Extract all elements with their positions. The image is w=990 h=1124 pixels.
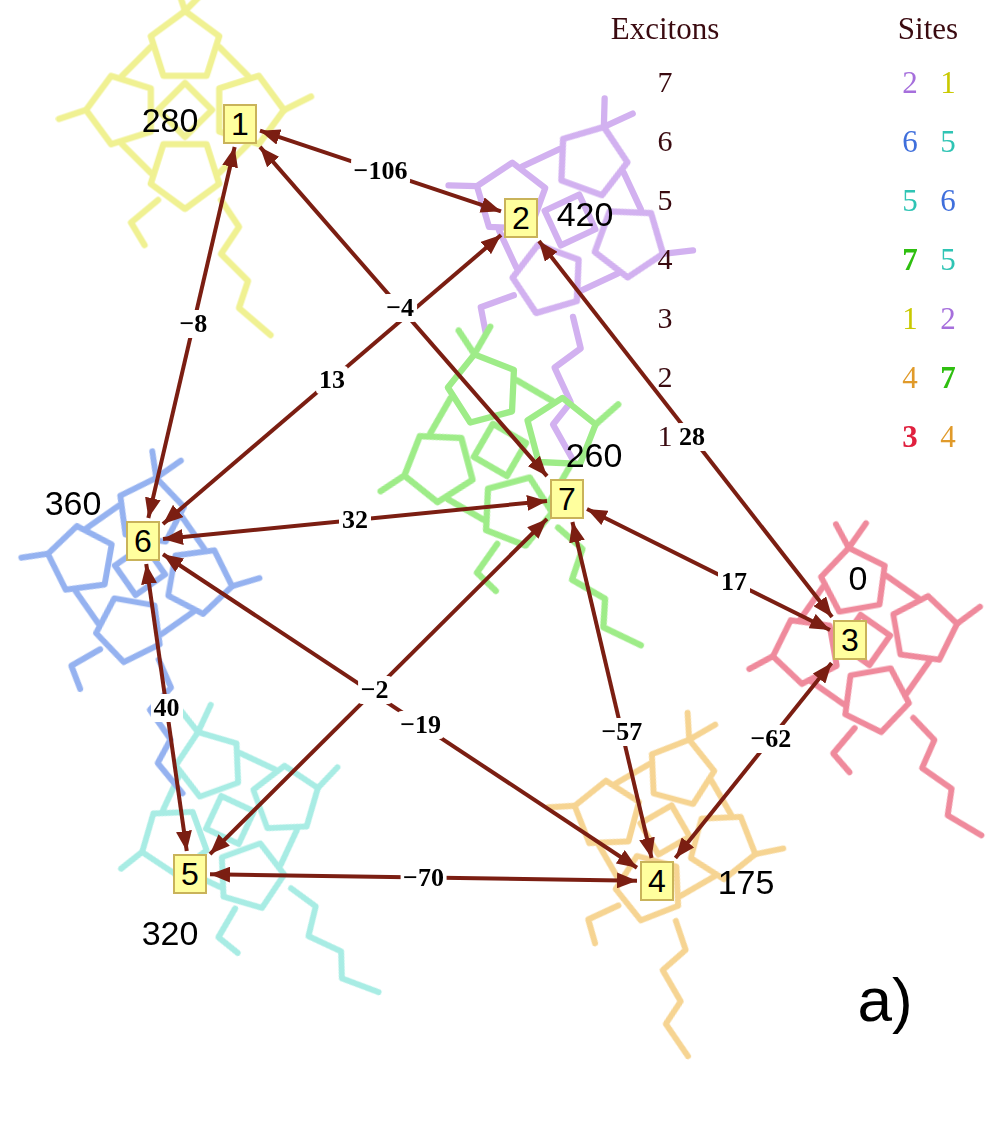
legend-text: 6 [902, 126, 918, 157]
site-energy: 260 [566, 438, 623, 472]
coupling-value: −62 [747, 725, 794, 753]
legend-text: 4 [658, 244, 673, 274]
site-number: 3 [841, 624, 859, 656]
coupling-value: −8 [177, 310, 211, 338]
site-energy: 175 [718, 865, 775, 899]
site-number: 5 [181, 858, 199, 890]
coupling-arrow [148, 147, 234, 518]
legend-text: 5 [902, 185, 918, 216]
legend-text: 2 [902, 67, 918, 98]
coupling-value: −106 [351, 157, 411, 185]
site-box: 5 [173, 854, 207, 894]
site-box: 6 [126, 521, 160, 561]
coupling-value: −4 [383, 294, 417, 322]
coupling-arrow [260, 131, 501, 212]
coupling-value: 13 [316, 366, 348, 394]
coupling-arrow [587, 509, 830, 630]
legend-text: 4 [902, 362, 918, 393]
coupling-value: −19 [397, 711, 444, 739]
legend-text: 3 [902, 421, 918, 452]
coupling-arrow [163, 501, 547, 539]
coupling-arrow [210, 519, 547, 854]
site-energy: 360 [45, 486, 102, 520]
legend-text: 7 [902, 244, 918, 275]
coupling-arrow [675, 663, 831, 858]
legend-text: 7 [940, 362, 956, 393]
site-number: 7 [558, 483, 576, 515]
site-energy: 320 [142, 916, 199, 950]
legend-text: 2 [940, 303, 956, 334]
site-box: 2 [504, 198, 538, 238]
coupling-value: 28 [676, 423, 708, 451]
site-energy: 0 [849, 561, 868, 595]
legend-text: 7 [658, 67, 673, 97]
legend-text: 1 [658, 421, 673, 451]
legend-text: 5 [940, 244, 956, 275]
site-box: 1 [223, 104, 257, 144]
legend-text: 6 [940, 185, 956, 216]
site-box: 3 [833, 620, 867, 660]
legend-text: 2 [658, 362, 673, 392]
legend-text: Excitons [611, 13, 720, 44]
site-number: 2 [512, 202, 530, 234]
legend-text: 3 [658, 303, 673, 333]
coupling-value: −70 [400, 864, 447, 892]
coupling-value: 40 [151, 694, 183, 722]
coupling-arrow [146, 564, 187, 851]
coupling-value: 32 [339, 506, 371, 534]
site-box: 7 [550, 479, 584, 519]
site-energy: 280 [142, 103, 199, 137]
site-number: 1 [231, 108, 249, 140]
site-number: 4 [648, 865, 666, 897]
legend-text: 4 [940, 421, 956, 452]
coupling-value: −2 [358, 676, 392, 704]
legend-text: 1 [902, 303, 918, 334]
coupling-value: 17 [718, 568, 750, 596]
site-energy: 420 [557, 197, 614, 231]
legend-text: 5 [940, 126, 956, 157]
coupling-arrow [163, 235, 501, 524]
coupling-arrow [260, 147, 547, 476]
coupling-arrow [163, 554, 637, 868]
panel-label: a) [857, 969, 912, 1031]
legend-text: 1 [940, 67, 956, 98]
coupling-value: −57 [598, 718, 645, 746]
site-box: 4 [640, 861, 674, 901]
legend-text: 6 [658, 126, 673, 156]
coupling-arrow [572, 522, 651, 858]
legend-text: Sites [898, 13, 958, 44]
legend-text: 5 [658, 185, 673, 215]
site-number: 6 [134, 525, 152, 557]
